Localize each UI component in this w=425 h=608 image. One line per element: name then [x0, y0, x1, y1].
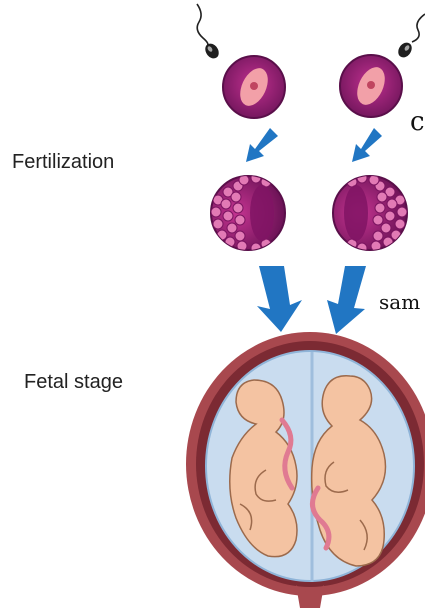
arrow-egg-to-blastocyst-left	[246, 128, 278, 162]
sperm-right	[395, 14, 425, 60]
sperm-left	[197, 4, 222, 61]
egg-left	[223, 56, 285, 118]
egg-right	[340, 55, 402, 117]
arrow-blastocyst-to-fetus-right	[327, 266, 366, 334]
arrow-blastocyst-to-fetus-left	[257, 266, 302, 332]
arrow-egg-to-blastocyst-right	[352, 128, 382, 162]
uterus	[186, 332, 425, 608]
blastocyst-left	[211, 173, 285, 253]
blastocyst-right	[333, 173, 407, 253]
